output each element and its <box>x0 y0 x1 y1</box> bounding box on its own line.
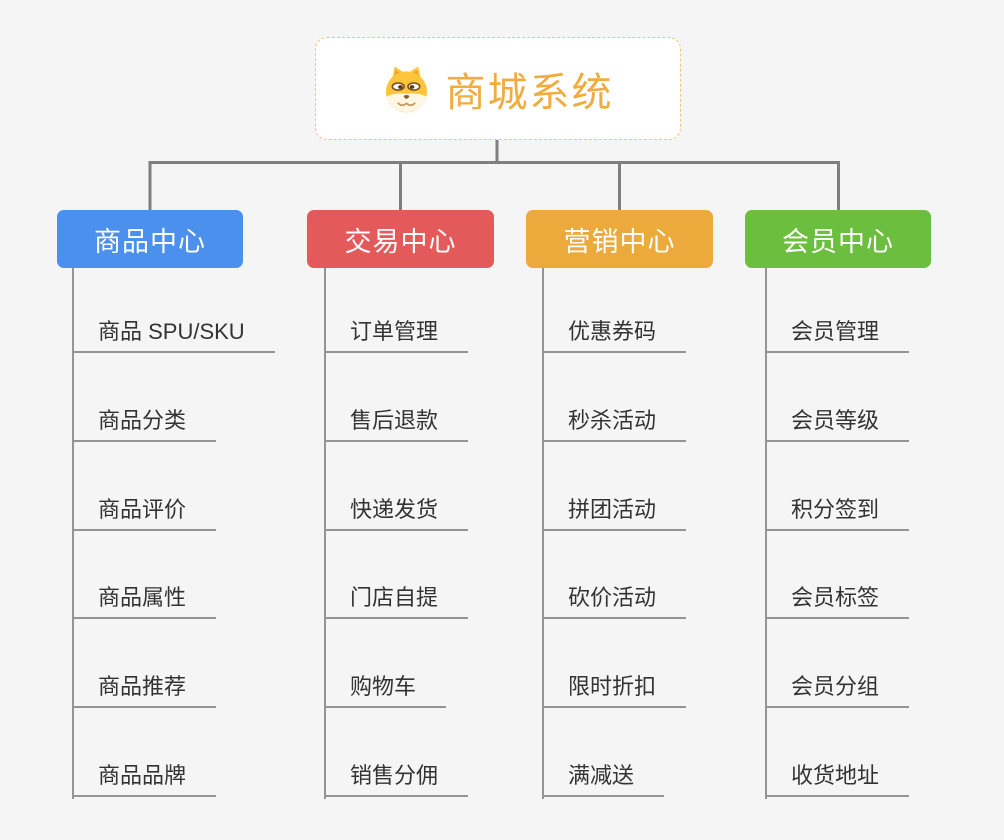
tree-item-trade-orders[interactable]: 订单管理 <box>324 309 469 353</box>
root-title: 商城系统 <box>445 70 614 115</box>
tree-item-goods-category[interactable]: 商品分类 <box>72 398 217 442</box>
root-node[interactable]: 商城系统 <box>315 37 681 140</box>
tree-item-member-points-checkin[interactable]: 积分签到 <box>765 487 910 531</box>
branch-header-trade[interactable]: 交易中心 <box>307 210 494 268</box>
tree-item-marketing-coupons[interactable]: 优惠券码 <box>542 309 687 353</box>
tree-item-marketing-full-reduction[interactable]: 满减送 <box>542 753 665 797</box>
tree-item-marketing-time-discount[interactable]: 限时折扣 <box>542 664 687 708</box>
tree-item-member-tags[interactable]: 会员标签 <box>765 575 910 619</box>
tree-item-member-management[interactable]: 会员管理 <box>765 309 910 353</box>
tree-item-goods-review[interactable]: 商品评价 <box>72 487 217 531</box>
tree-item-member-address[interactable]: 收货地址 <box>765 753 910 797</box>
tree-item-marketing-flash-sale[interactable]: 秒杀活动 <box>542 398 687 442</box>
branch-header-member[interactable]: 会员中心 <box>745 210 931 268</box>
tree-item-member-groups[interactable]: 会员分组 <box>765 664 910 708</box>
branch-header-marketing[interactable]: 营销中心 <box>526 210 713 268</box>
tree-item-trade-store-pickup[interactable]: 门店自提 <box>324 575 469 619</box>
tree-item-trade-refunds[interactable]: 售后退款 <box>324 398 469 442</box>
branch-header-goods[interactable]: 商品中心 <box>57 210 243 268</box>
tree-item-goods-brand[interactable]: 商品品牌 <box>72 753 217 797</box>
tree-item-marketing-group-buy[interactable]: 拼团活动 <box>542 487 687 531</box>
tree-item-trade-shipping[interactable]: 快递发货 <box>324 487 469 531</box>
tree-item-goods-recommend[interactable]: 商品推荐 <box>72 664 217 708</box>
tree-item-marketing-bargain[interactable]: 砍价活动 <box>542 575 687 619</box>
tree-item-goods-spu-sku[interactable]: 商品 SPU/SKU <box>72 309 275 353</box>
tree-item-member-level[interactable]: 会员等级 <box>765 398 910 442</box>
tree-item-goods-attribute[interactable]: 商品属性 <box>72 575 217 619</box>
tree-item-trade-cart[interactable]: 购物车 <box>324 664 447 708</box>
tree-item-trade-commission[interactable]: 销售分佣 <box>324 753 469 797</box>
doge-icon <box>385 65 427 112</box>
